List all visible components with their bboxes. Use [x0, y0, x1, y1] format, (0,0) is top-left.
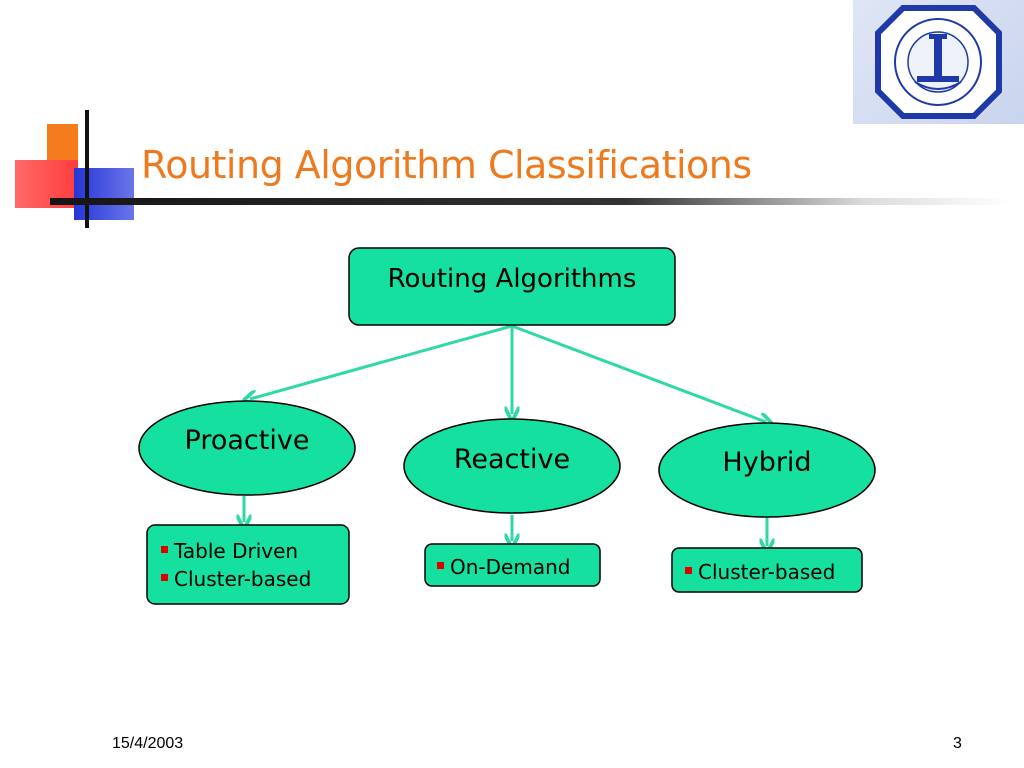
corner-vertical-line [85, 110, 89, 228]
list-item: Table Driven [161, 537, 311, 565]
hybrid-list-box [671, 547, 863, 593]
bullet-icon [161, 574, 168, 581]
corner-orange-square [47, 124, 78, 164]
university-logo [853, 0, 1024, 124]
proactive-node-label: Proactive [184, 425, 310, 456]
hybrid-node-label: Hybrid [722, 447, 812, 478]
proactive-items-list: Table Driven Cluster-based [161, 537, 311, 593]
reactive-node-ellipse [403, 418, 621, 514]
bullet-icon [437, 562, 444, 569]
university-seal-icon [875, 5, 1002, 119]
root-node-label: Routing Algorithms [387, 264, 637, 294]
title-underline [50, 198, 1010, 205]
bullet-icon [161, 546, 168, 553]
proactive-list-box [146, 524, 350, 605]
footer-date: 15/4/2003 [112, 735, 184, 752]
list-item: Cluster-based [685, 558, 835, 586]
bullet-icon [685, 567, 692, 574]
proactive-node-ellipse [138, 400, 356, 496]
footer-page-number: 3 [953, 735, 962, 752]
reactive-items-list: On-Demand [437, 553, 570, 581]
reactive-list-box [424, 543, 601, 587]
slide-title: Routing Algorithm Classifications [141, 143, 752, 187]
list-item: On-Demand [437, 553, 570, 581]
reactive-node-label: Reactive [453, 444, 571, 475]
root-node-box [348, 247, 676, 326]
corner-blue-square [74, 168, 134, 220]
connector-root-proactive [250, 324, 513, 399]
hybrid-node-ellipse [658, 422, 876, 518]
hybrid-items-list: Cluster-based [685, 558, 835, 586]
connector-root-hybrid [511, 324, 766, 422]
list-item: Cluster-based [161, 565, 311, 593]
